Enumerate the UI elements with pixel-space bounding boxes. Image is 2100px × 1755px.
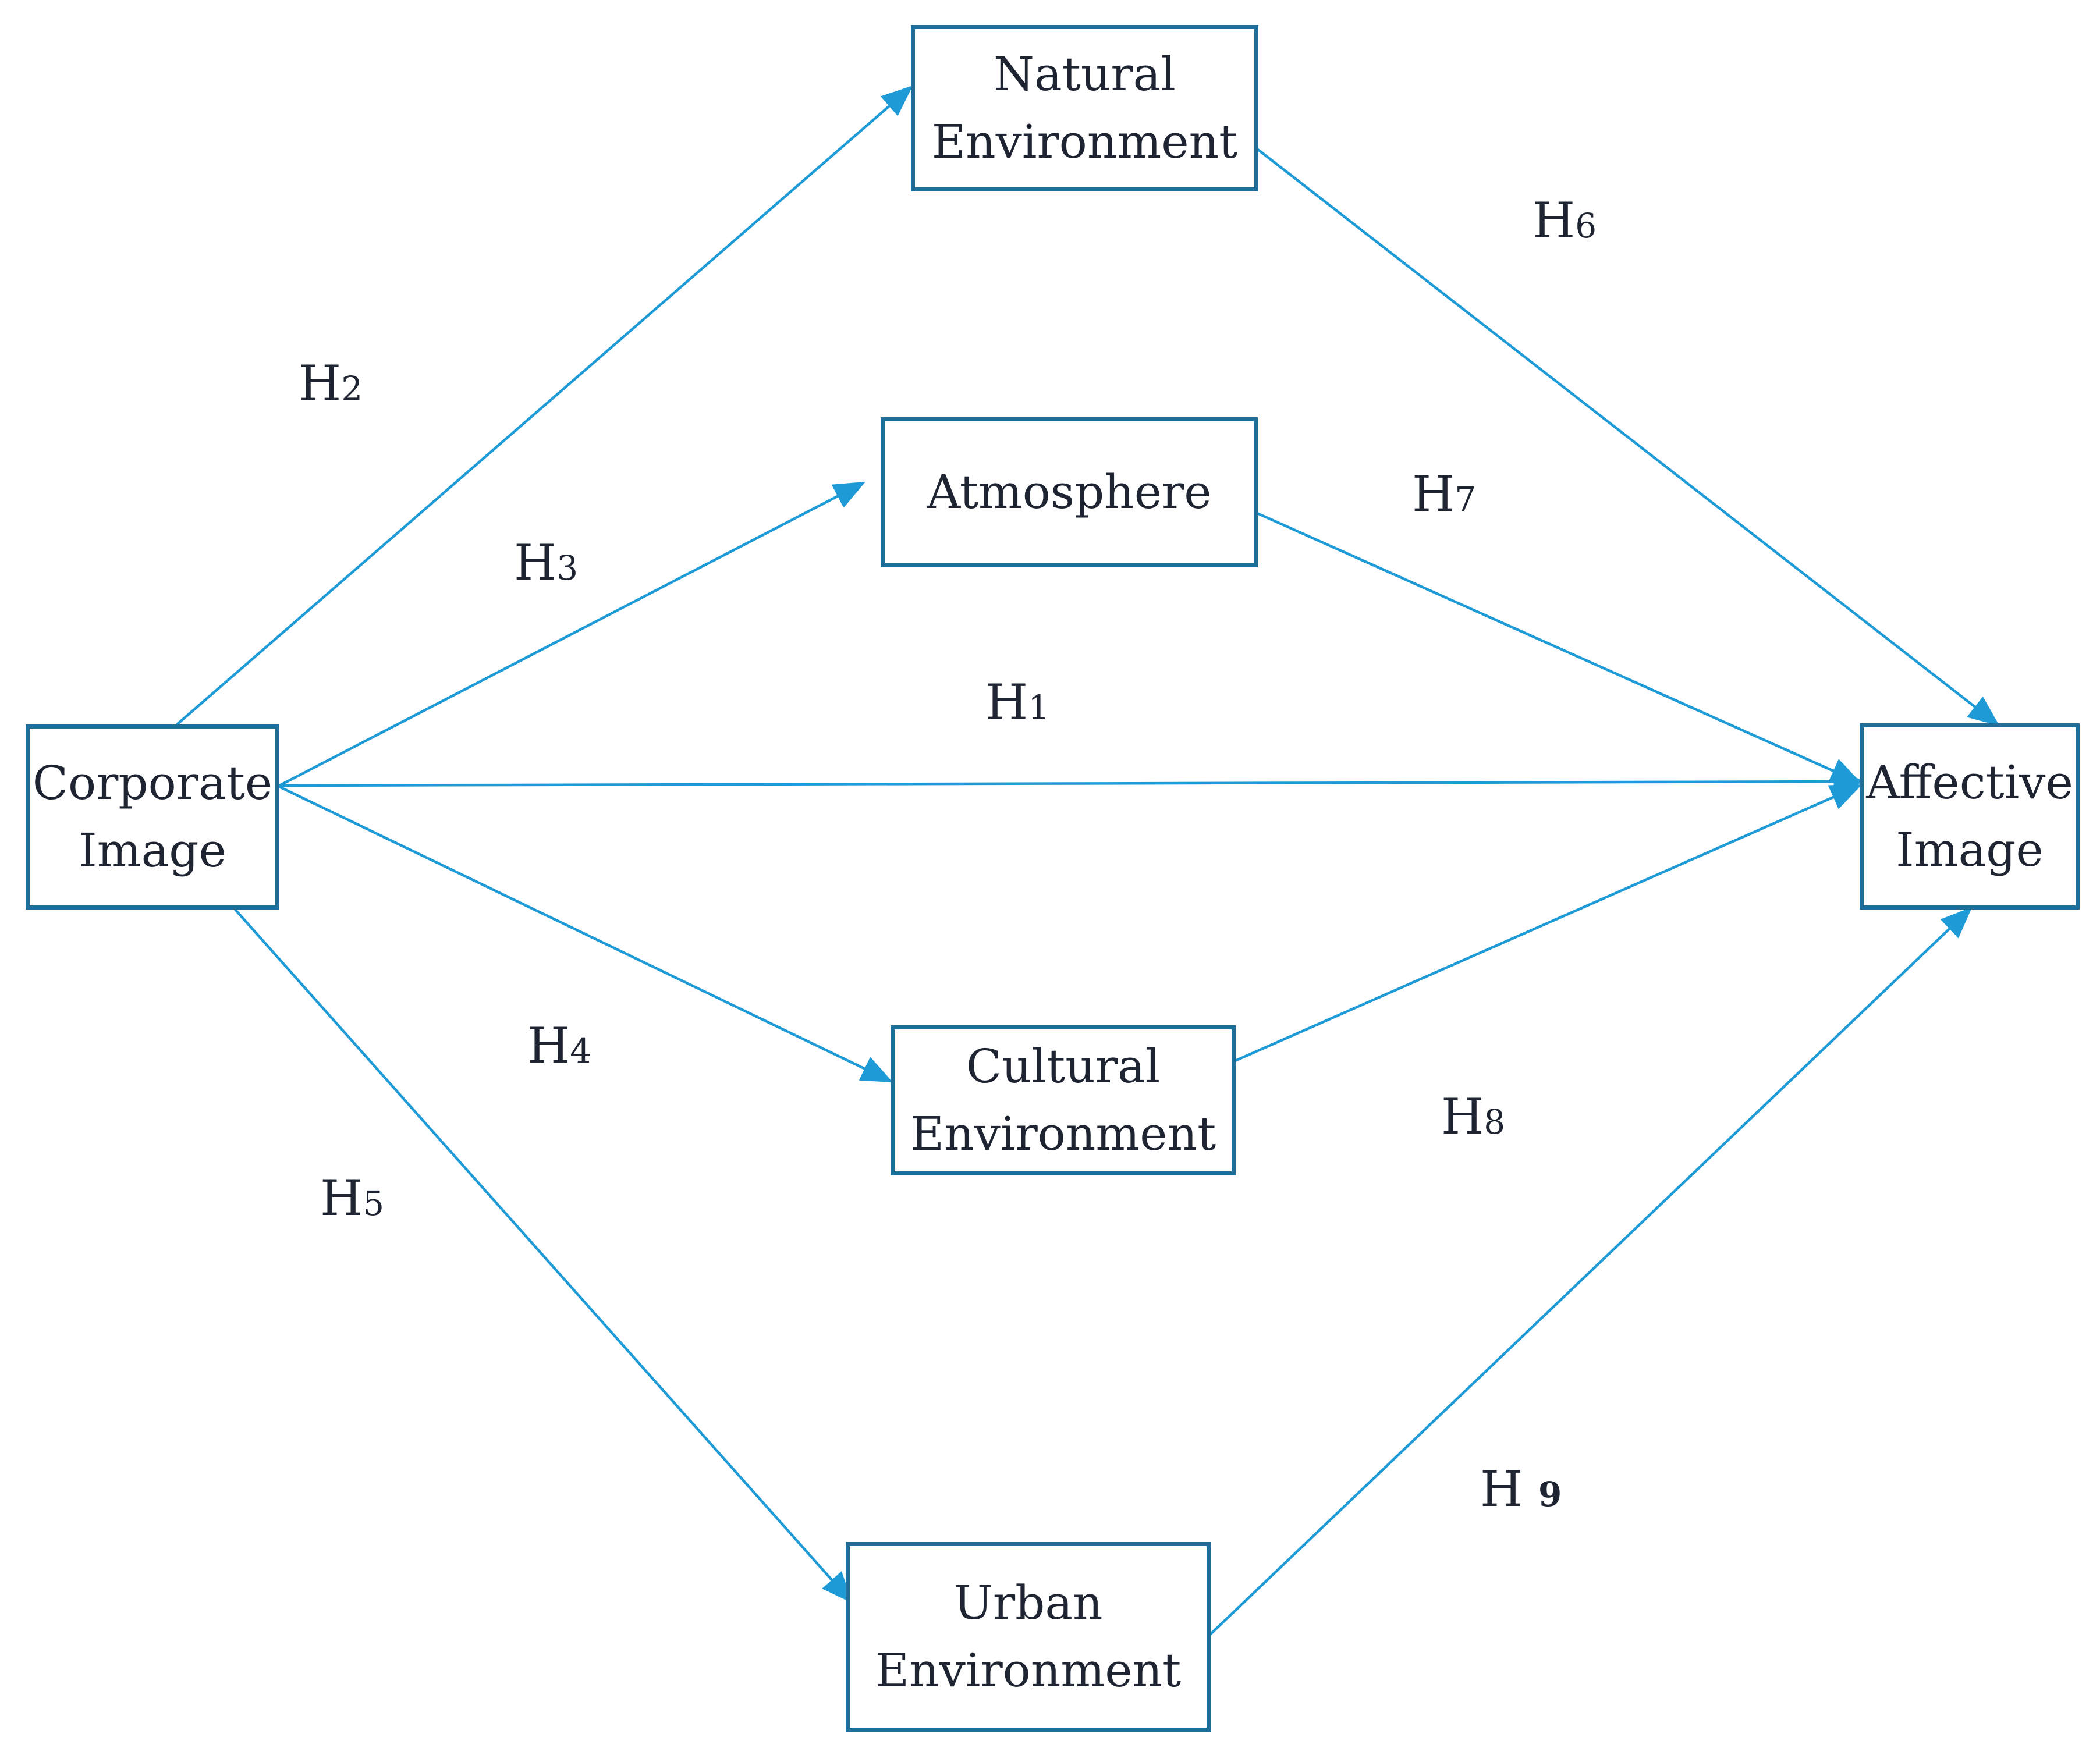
hypothesis-label-h6: H6: [1533, 192, 1597, 249]
h9-number: 9: [1538, 1475, 1562, 1514]
corporate-image-line-2: Image: [79, 823, 226, 878]
h8-number: 8: [1484, 1102, 1506, 1142]
h7-number: 7: [1455, 479, 1477, 519]
hypothesis-label-h4: H4: [527, 1017, 591, 1074]
arrow-h4-corporate-to-cultural: [279, 785, 893, 1083]
affective-image-line-1: Affective: [1866, 755, 2073, 809]
arrow-h7-atmosphere-to-affective: [1257, 511, 1863, 784]
h5-number: 5: [363, 1184, 385, 1223]
h5-letter: H: [320, 1170, 363, 1227]
arrow-h1-corporate-to-affective: [279, 768, 1865, 795]
hypothesis-label-h9: H 9: [1480, 1461, 1562, 1518]
atmosphere-label: Atmosphere: [927, 465, 1212, 519]
h3-letter: H: [514, 534, 557, 591]
hypothesis-label-h3: H3: [514, 534, 578, 591]
natural-environment-line-1: Natural: [994, 47, 1176, 101]
hypothesis-label-h8: H8: [1441, 1088, 1505, 1145]
arrow-h5-corporate-to-urban: [234, 908, 853, 1604]
hypothesis-label-h1: H1: [985, 674, 1049, 731]
h6-letter: H: [1533, 192, 1576, 249]
h7-letter: H: [1412, 466, 1455, 523]
h3-number: 3: [556, 548, 579, 588]
arrow-h6-natural-to-affective: [1256, 148, 2000, 726]
hypothesis-label-h2: H2: [299, 355, 363, 412]
h1-letter: H: [985, 674, 1028, 731]
cultural-environment-line-1: Cultural: [966, 1039, 1161, 1093]
h1-number: 1: [1028, 688, 1050, 727]
natural-environment-line-2: Environment: [931, 115, 1238, 169]
h6-number: 6: [1575, 206, 1597, 246]
arrow-h8-cultural-to-affective: [1235, 784, 1863, 1063]
arrow-h3-corporate-to-atmosphere: [278, 481, 865, 787]
h4-letter: H: [527, 1017, 570, 1074]
h9-letter: H: [1480, 1461, 1538, 1518]
atmosphere-box: Atmosphere: [881, 417, 1258, 567]
corporate-image-line-1: Corporate: [32, 756, 273, 810]
hypothesis-label-h5: H5: [320, 1170, 384, 1227]
arrow-h2-corporate-to-natural: [176, 86, 913, 726]
h2-number: 2: [341, 369, 363, 408]
h2-letter: H: [299, 355, 342, 412]
affective-image-line-2: Image: [1896, 823, 2044, 877]
arrow-h9-urban-to-affective: [1208, 907, 1973, 1636]
hypothesis-label-h7: H7: [1412, 466, 1476, 523]
cultural-environment-line-2: Environment: [910, 1107, 1216, 1161]
h4-number: 4: [570, 1031, 592, 1071]
h8-letter: H: [1441, 1088, 1484, 1145]
urban-environment-line-1: Urban: [953, 1576, 1103, 1630]
urban-environment-line-2: Environment: [875, 1643, 1182, 1697]
